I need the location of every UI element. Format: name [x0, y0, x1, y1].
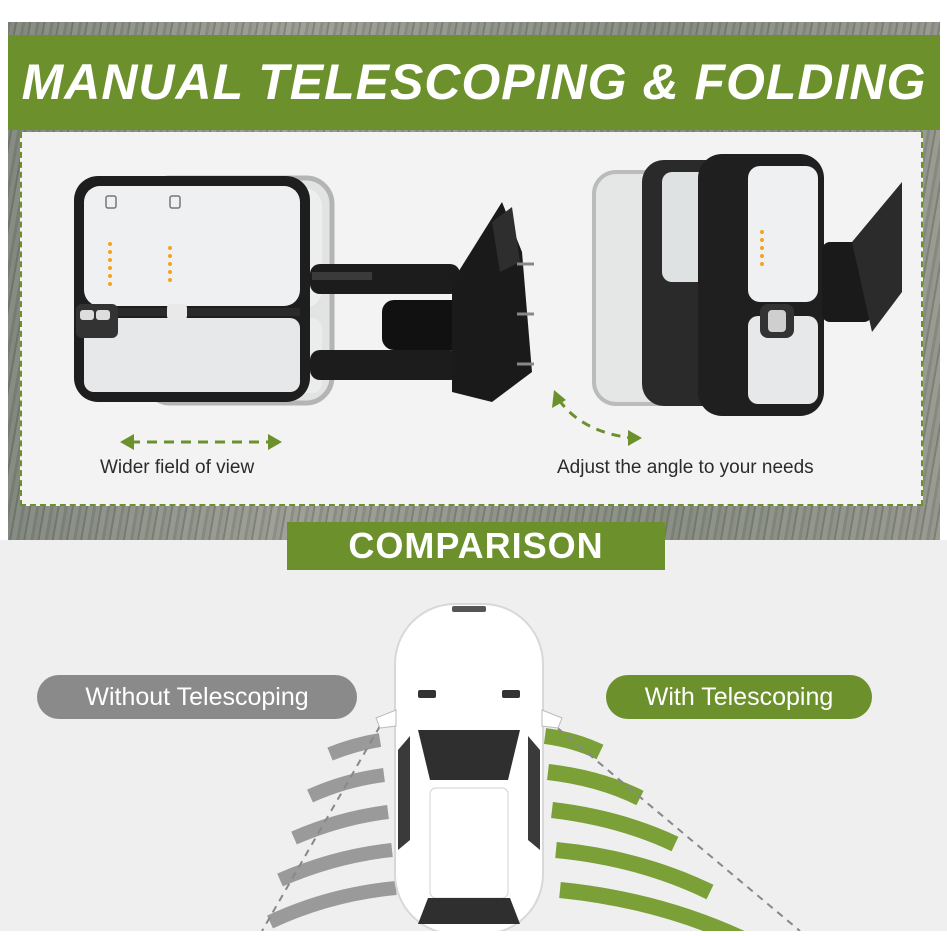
comparison-section [0, 540, 947, 936]
mounting-bracket [452, 202, 534, 402]
product-panel: Wider field of view Adjust the angle to … [20, 132, 923, 506]
car-top-view [375, 603, 563, 935]
comparison-illustration [261, 603, 801, 936]
turn-signal-leds [108, 242, 172, 286]
main-mirror-head [74, 176, 310, 402]
heated-mirror-icon [105, 195, 117, 209]
heated-mirror-icon [169, 195, 181, 209]
front-folding-head [698, 154, 824, 416]
comparison-title: COMPARISON [287, 522, 665, 570]
caption-adjust-angle: Adjust the angle to your needs [557, 457, 814, 478]
title-banner: MANUAL TELESCOPING & FOLDING [8, 35, 940, 130]
horizontal-double-arrow-icon [120, 434, 282, 450]
with-telescoping-label: With Telescoping [606, 675, 872, 719]
fov-with-telescoping [543, 728, 749, 936]
telescoping-arms [310, 264, 502, 380]
mirror-illustration [74, 154, 902, 450]
caption-wider-view: Wider field of view [100, 457, 255, 478]
folding-bracket [822, 182, 902, 332]
without-telescoping-label: Without Telescoping [37, 675, 357, 719]
curved-double-arrow-icon [552, 390, 642, 446]
fov-without-telescoping [267, 733, 397, 929]
page-title: MANUAL TELESCOPING & FOLDING [21, 54, 927, 110]
